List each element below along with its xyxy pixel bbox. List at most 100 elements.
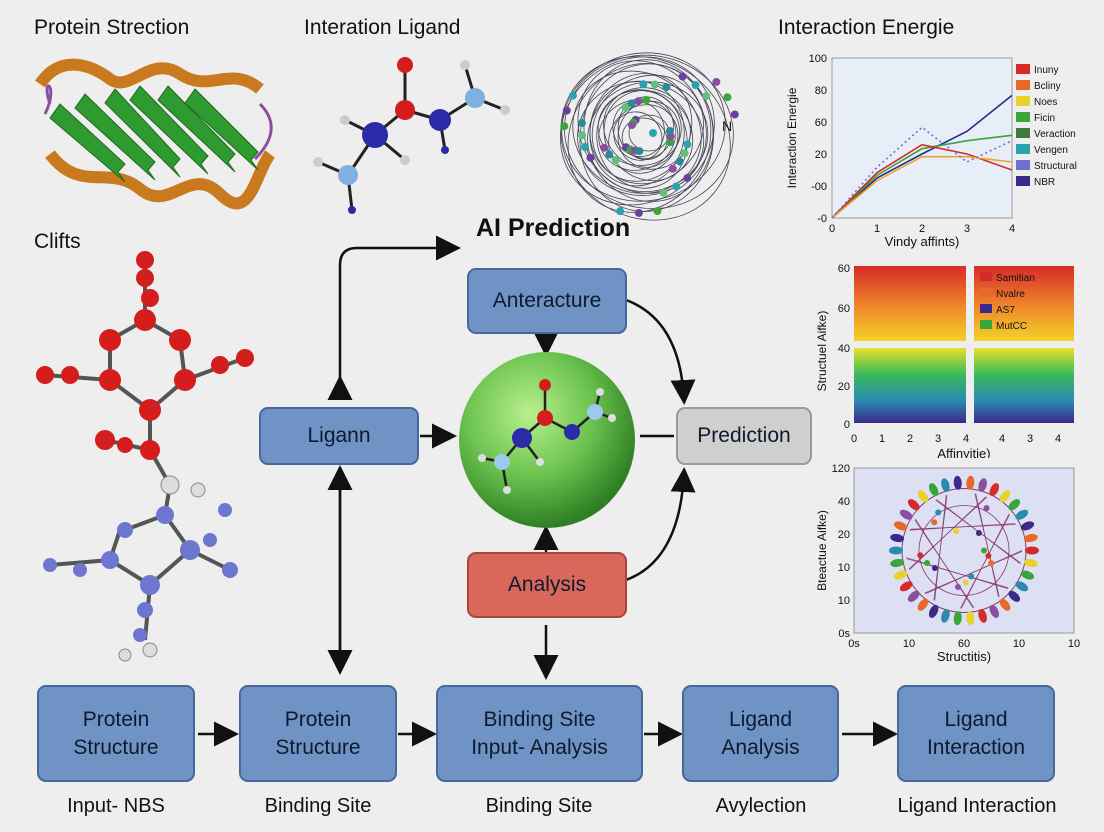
chart1-legend-swatch bbox=[1016, 144, 1030, 154]
affinity-heatmap-chart: SamitianNvalreAS7MutCC606040200012344346… bbox=[815, 263, 1074, 458]
network-node bbox=[668, 164, 677, 173]
pipeline-step-2[interactable]: Protein Structure bbox=[239, 685, 397, 782]
network-node bbox=[562, 106, 571, 115]
network-strand bbox=[561, 52, 726, 202]
network-node bbox=[665, 126, 674, 135]
pipeline-step-5[interactable]: Ligand Interaction bbox=[897, 685, 1055, 782]
interaction-network-illustration bbox=[559, 52, 739, 221]
chart3-chord bbox=[915, 518, 974, 609]
chart3-chord bbox=[906, 557, 1008, 589]
chart3-xtick: 60 bbox=[958, 638, 970, 650]
pipeline-caption-3: Binding Site bbox=[485, 795, 593, 817]
chart3-point bbox=[899, 581, 913, 592]
pipeline-caption-5: Ligand Interaction bbox=[897, 795, 1057, 817]
chart1-series-line-1 bbox=[831, 134, 1013, 219]
protein-title: Protein Strection bbox=[34, 16, 190, 39]
chart3-chord bbox=[933, 494, 948, 601]
chart3-point bbox=[928, 483, 939, 497]
ai-core-sphere bbox=[459, 352, 635, 528]
chart1-ylabel: Interaction Energie bbox=[785, 87, 799, 188]
network-strand bbox=[577, 81, 705, 196]
chart3-point bbox=[1015, 581, 1029, 592]
chart1-series-line-4 bbox=[831, 126, 1013, 219]
network-node bbox=[639, 80, 648, 89]
chart3-point bbox=[935, 509, 942, 516]
pipeline-step-2-line2: Structure bbox=[275, 735, 361, 759]
chart3-ylabel: Bteactue Aifke) bbox=[815, 510, 829, 591]
chart1-legend-label: NBR bbox=[1034, 177, 1055, 188]
network-node bbox=[680, 149, 689, 158]
chart1-legend-label: Bcliny bbox=[1034, 81, 1061, 92]
chart3-chord bbox=[960, 514, 1010, 609]
chart3-xtick: 0s bbox=[848, 638, 860, 650]
network-node bbox=[642, 96, 651, 105]
chart1-legend-swatch bbox=[1016, 160, 1030, 170]
chart3-point bbox=[907, 499, 920, 511]
chart2-legend-label: AS7 bbox=[996, 305, 1015, 316]
chart2-xlabel: Affinyitie) bbox=[937, 446, 990, 458]
chart1-xtick: 3 bbox=[964, 223, 970, 235]
chart2-legend-label: MutCC bbox=[996, 321, 1027, 332]
network-node bbox=[723, 93, 732, 102]
chart2-ytick: 20 bbox=[838, 381, 850, 393]
ai-prediction-title: AI Prediction bbox=[476, 214, 631, 242]
chart2-legend-swatch bbox=[980, 304, 992, 313]
energy-title: Interaction Energie bbox=[778, 16, 955, 39]
chart3-xtick: 10 bbox=[1013, 638, 1025, 650]
pipeline-step-5-line2: Interaction bbox=[926, 735, 1026, 759]
network-node bbox=[627, 99, 636, 108]
chart3-point bbox=[931, 565, 938, 572]
network-node bbox=[662, 83, 671, 92]
pipeline-step-1[interactable]: Protein Structure bbox=[37, 685, 195, 782]
chart1-legend-swatch bbox=[1016, 128, 1030, 138]
chart3-xtick: 10 bbox=[903, 638, 915, 650]
chart3-point bbox=[1020, 521, 1035, 531]
network-node bbox=[672, 182, 681, 191]
chart1-series-line-3 bbox=[831, 155, 1013, 219]
analysis-node[interactable]: Analysis bbox=[467, 552, 627, 618]
pipeline-step-4[interactable]: Ligand Analysis bbox=[682, 685, 839, 782]
network-strand bbox=[560, 56, 731, 221]
chart3-point bbox=[941, 609, 950, 623]
network-node bbox=[675, 157, 684, 166]
chart3-point bbox=[889, 546, 903, 555]
anteracture-node[interactable]: Anteracture bbox=[467, 268, 627, 334]
clifts-title: Clifts bbox=[34, 230, 81, 253]
chart2-legend-label: Nvalre bbox=[996, 289, 1025, 300]
network-node bbox=[683, 140, 692, 149]
chart3-point bbox=[983, 505, 990, 512]
ligann-node[interactable]: Ligann bbox=[259, 407, 419, 465]
network-node bbox=[621, 103, 630, 112]
chart3-point bbox=[999, 490, 1011, 503]
network-node bbox=[678, 72, 687, 81]
chart3-ring bbox=[918, 505, 1010, 596]
chart1-xlabel: Vindy affints) bbox=[885, 234, 960, 249]
ligand-molecule-illustration bbox=[313, 57, 510, 214]
network-node bbox=[634, 97, 643, 106]
prediction-node[interactable]: Prediction bbox=[676, 407, 812, 465]
chart3-point bbox=[975, 529, 982, 536]
chart3-point bbox=[978, 478, 987, 492]
pipeline-step-3[interactable]: Binding Site Input- Analysis bbox=[436, 685, 643, 782]
chart3-ytick: 10 bbox=[838, 595, 850, 607]
chart2-xtick: 4 bbox=[999, 433, 1005, 445]
chart3-point bbox=[1008, 499, 1021, 511]
chart3-chord bbox=[924, 551, 1023, 594]
chart1-legend-label: Inuny bbox=[1034, 65, 1058, 76]
chart3-point bbox=[988, 560, 995, 567]
network-node bbox=[616, 207, 625, 216]
network-node bbox=[627, 121, 636, 130]
chart2-ytick: 60 bbox=[838, 303, 850, 315]
chart1-xtick: 4 bbox=[1009, 223, 1015, 235]
chart2-legend-label: Samitian bbox=[996, 273, 1035, 284]
chart2-ylabel: Structuel Aifke) bbox=[815, 311, 829, 392]
chart3-point bbox=[893, 570, 908, 580]
network-node bbox=[653, 206, 662, 215]
chart3-point bbox=[907, 590, 920, 602]
network-node bbox=[560, 122, 569, 131]
chart3-point bbox=[890, 558, 905, 568]
chart3-point bbox=[928, 604, 939, 618]
chart3-chord bbox=[975, 493, 999, 598]
